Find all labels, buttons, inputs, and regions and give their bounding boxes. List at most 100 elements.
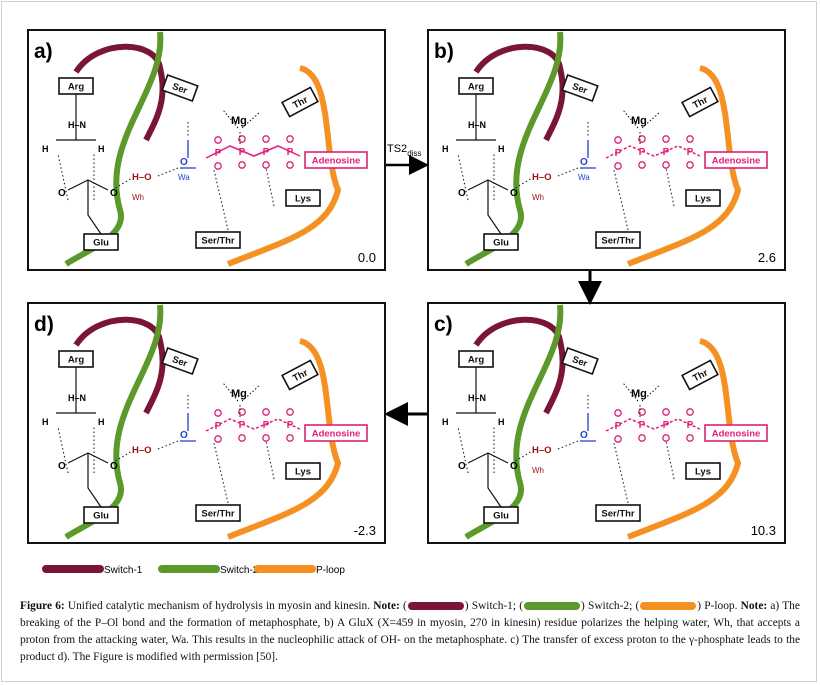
- serthr-box-label: Ser/Thr: [201, 236, 235, 247]
- arg-box-label: Arg: [68, 82, 85, 93]
- phosphorus-1: P: [615, 148, 622, 159]
- glu-box: Glu: [483, 506, 519, 524]
- ploop-strand: [626, 65, 742, 267]
- glu-box-label: Glu: [93, 511, 109, 522]
- glu-box-label: Glu: [493, 511, 509, 522]
- phosphate-oxygen: [662, 408, 670, 416]
- phosphate-oxygen: [614, 136, 622, 144]
- phosphate-oxygen: [686, 408, 694, 416]
- caption-note-label: Note:: [373, 600, 400, 612]
- lys-box: Lys: [285, 189, 321, 207]
- phosphorus-2: P: [639, 147, 646, 158]
- glu-box-label: Glu: [493, 238, 509, 249]
- energy-value: 10.3: [751, 523, 776, 538]
- adenosine-box-label: Adenosine: [712, 429, 761, 440]
- arg-nh: H–N: [68, 120, 86, 130]
- phosphate-chain: [205, 418, 301, 432]
- phosphate-oxygen: [286, 161, 294, 169]
- figure-caption: Figure 6: Unified catalytic mechanism of…: [20, 600, 800, 663]
- phosphate-oxygen: [614, 435, 622, 443]
- phosphate-oxygen: [238, 135, 246, 143]
- ploop-strand: [226, 65, 342, 267]
- hydrogen-bond: [265, 167, 275, 207]
- hydrogen-bond: [665, 167, 675, 207]
- phosphate-oxygen: [214, 409, 222, 417]
- mg-label: Mg: [631, 115, 647, 127]
- attacking-water: O: [180, 430, 188, 441]
- phosphate-oxygen: [638, 135, 646, 143]
- arg-box: Arg: [458, 77, 494, 95]
- arg-bonds: [56, 94, 96, 141]
- legend-label-switch1: Switch-1: [104, 565, 143, 576]
- phosphate-oxygen: [614, 162, 622, 170]
- attacking-water: O: [580, 157, 588, 168]
- wa-bonds: [580, 413, 596, 442]
- legend-label-switch2: Switch-2: [220, 565, 259, 576]
- glu-bonds: [467, 452, 509, 508]
- arg-h: H: [42, 417, 49, 427]
- thr-box: Thr: [281, 359, 319, 391]
- caption-title: Unified catalytic mechanism of hydrolysi…: [67, 600, 371, 612]
- wa-bonds: [180, 413, 196, 442]
- mg-coordination: [622, 382, 661, 419]
- ser-box-label: Ser: [571, 354, 589, 370]
- glu-bonds: [467, 179, 509, 235]
- phosphate-oxygen: [686, 161, 694, 169]
- thr-box: Thr: [681, 359, 719, 391]
- mg-label: Mg: [631, 388, 647, 400]
- caption-legend-1: Switch-1;: [471, 600, 517, 612]
- arg-h: H: [442, 417, 449, 427]
- phosphate-oxygen: [262, 135, 270, 143]
- phosphorus-3: P: [263, 147, 270, 158]
- phosphate-oxygen: [238, 408, 246, 416]
- ser-box-label: Ser: [571, 81, 589, 97]
- adenosine-box-label: Adenosine: [712, 156, 761, 167]
- panel-letter: c): [434, 313, 453, 336]
- mg-label: Mg: [231, 115, 247, 127]
- arg-box-label: Arg: [68, 355, 85, 366]
- serthr-box: Ser/Thr: [595, 231, 641, 249]
- phosphate-oxygen: [238, 434, 246, 442]
- phosphate-chain: [605, 418, 701, 432]
- energy-value: -2.3: [354, 523, 376, 538]
- arg-bonds: [456, 367, 496, 414]
- legend-label-ploop: P-loop: [316, 565, 345, 576]
- phosphorus-4: P: [287, 420, 294, 431]
- arg-h: H: [442, 144, 449, 154]
- mg-coordination: [222, 109, 261, 146]
- caption-swatch-switch2: [524, 602, 581, 611]
- ser-box: Ser: [561, 346, 599, 376]
- phosphate-oxygen: [686, 135, 694, 143]
- glu-oxygen: O: [58, 188, 66, 199]
- caption-note2-label: Note:: [740, 600, 768, 612]
- lys-box-label: Lys: [695, 467, 711, 478]
- adenosine-box-label: Adenosine: [312, 429, 361, 440]
- hydrogen-bond: [665, 440, 675, 480]
- adenosine-box: Adenosine: [304, 151, 368, 169]
- phosphate-oxygen: [262, 161, 270, 169]
- phosphate-oxygen: [614, 409, 622, 417]
- attacking-water: O: [580, 430, 588, 441]
- phosphate-oxygen: [238, 161, 246, 169]
- adenosine-box: Adenosine: [304, 424, 368, 442]
- ser-box: Ser: [161, 346, 199, 376]
- phosphorus-3: P: [263, 420, 270, 431]
- helping-water: H–O: [532, 172, 552, 183]
- glu-oxygen: O: [458, 188, 466, 199]
- panel-letter: b): [434, 40, 454, 63]
- arg-bonds: [56, 367, 96, 414]
- glu-box-label: Glu: [93, 238, 109, 249]
- lys-box-label: Lys: [295, 194, 311, 205]
- caption-swatch-switch1: [407, 602, 464, 611]
- ser-box: Ser: [161, 73, 199, 103]
- glu-oxygen: O: [510, 461, 518, 472]
- phosphorus-1: P: [615, 421, 622, 432]
- wa-bonds: [180, 140, 196, 169]
- phosphate-oxygen: [286, 135, 294, 143]
- caption-figure-label: Figure 6:: [20, 600, 65, 612]
- attacking-water: O: [180, 157, 188, 168]
- lys-box: Lys: [285, 462, 321, 480]
- energy-value: 2.6: [758, 250, 776, 265]
